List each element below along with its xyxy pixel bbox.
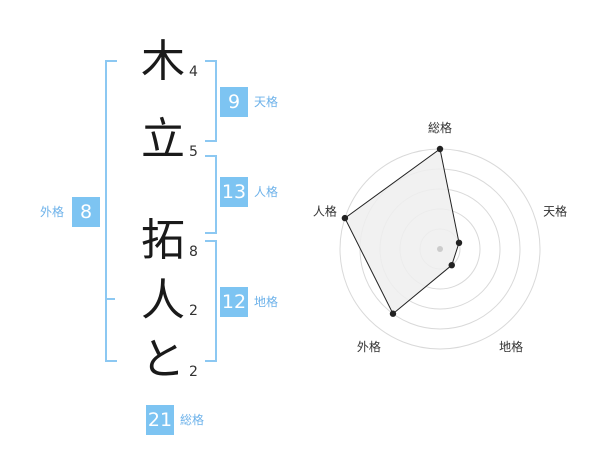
tenkaku-value: 9 — [220, 87, 248, 117]
chikaku-label: 地格 — [254, 295, 279, 309]
name-char-1: 木 — [141, 36, 185, 87]
jinkaku-label: 人格 — [254, 185, 279, 199]
soukaku-value: 21 — [146, 405, 174, 435]
radar-axis-label-3: 地格 — [499, 339, 523, 354]
tenkaku-label: 天格 — [254, 95, 279, 109]
radar-axis-label-2: 天格 — [543, 204, 567, 219]
chikaku-bracket — [205, 240, 217, 362]
radar-series-area — [344, 148, 460, 315]
radar-axis-label-4: 外格 — [357, 339, 381, 354]
name-char-3: 拓 — [141, 215, 185, 266]
gaikaku-bracket — [105, 60, 117, 362]
gaikaku-bracket-tick — [105, 298, 115, 300]
radar-point-5 — [341, 214, 349, 222]
gaikaku-label: 外格 — [40, 205, 65, 219]
radar-point-3 — [448, 261, 455, 269]
soukaku-label: 総格 — [180, 413, 205, 427]
tenkaku-bracket — [205, 60, 217, 142]
name-char-4: 人 — [141, 275, 185, 326]
name-char-2: 立 — [141, 114, 185, 165]
name-char-5: と — [141, 334, 185, 385]
stroke-count-2: 5 — [189, 144, 198, 160]
radar-axis-label-5: 人格 — [313, 204, 337, 219]
gaikaku-value: 8 — [72, 197, 100, 227]
radar-point-1 — [436, 145, 444, 153]
radar-center-dot — [437, 246, 443, 252]
jinkaku-value: 13 — [220, 177, 248, 207]
stroke-count-3: 8 — [189, 244, 198, 260]
radar-point-2 — [455, 239, 463, 247]
stroke-count-1: 4 — [189, 64, 198, 80]
chikaku-value: 12 — [220, 287, 248, 317]
radar-point-4 — [389, 310, 397, 317]
stroke-count-4: 2 — [189, 303, 198, 319]
jinkaku-bracket — [205, 155, 217, 234]
radar-axis-label-1: 総格 — [428, 120, 452, 135]
stroke-count-5: 2 — [189, 364, 198, 380]
